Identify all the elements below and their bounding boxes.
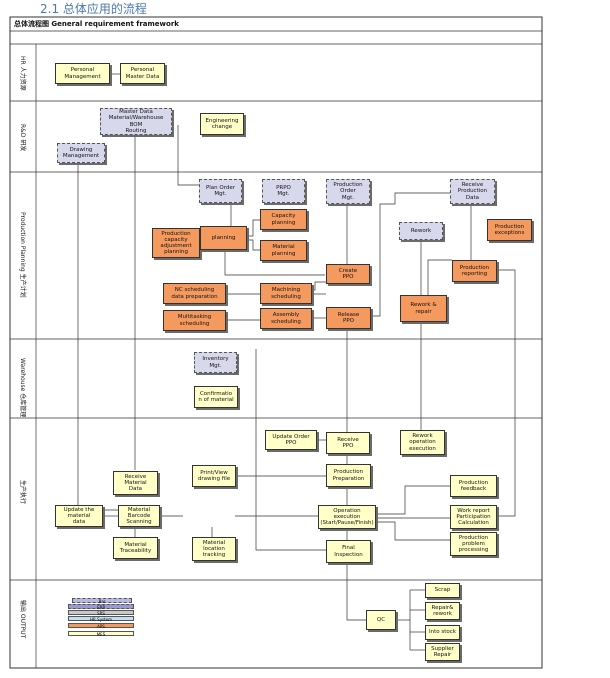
node-capacity-planning[interactable]: Capacity planning (260, 209, 307, 230)
node-update-material-data[interactable]: Update the material data (55, 505, 103, 527)
connector (312, 281, 326, 291)
connector (224, 250, 325, 276)
legend-item-aps: APS (68, 623, 134, 629)
connector (372, 485, 450, 515)
connector (427, 259, 452, 301)
frame-title: 总体流程图 General requirement framework (14, 20, 179, 28)
node-prpo-mgt[interactable]: PRPO Mgt. (262, 179, 305, 203)
node-planning[interactable]: planning (200, 226, 247, 250)
connector (372, 521, 450, 541)
connector (77, 160, 118, 511)
node-print-view-drawing[interactable]: Print/View drawing file (192, 465, 236, 487)
node-rework-execution[interactable]: Rework operation execution (400, 430, 445, 455)
node-confirmation-of-material[interactable]: Confirmatio n of material (194, 386, 238, 408)
connector (177, 125, 199, 186)
node-production-problem[interactable]: Production problem processing (450, 532, 497, 556)
legend-item-erp: ERP (68, 604, 134, 610)
node-production-exceptions[interactable]: Production exceptions (487, 219, 532, 241)
node-create-ppo[interactable]: Create PPO (326, 264, 370, 284)
lane-label-planning: Production Planning 生产计划 (19, 212, 26, 298)
node-production-preparation[interactable]: Production Preparation (326, 464, 371, 487)
node-operation-execution[interactable]: Operation execution (Start/Pause/Finish) (318, 505, 376, 529)
lane-label-rd: R&D 研发 (19, 124, 26, 152)
connector (346, 563, 366, 621)
node-receive-ppo[interactable]: Receive PPO (326, 432, 370, 454)
node-receive-material-data[interactable]: Receive Material Data (113, 471, 158, 495)
node-material-planning[interactable]: Material planning (260, 240, 307, 261)
node-scrap[interactable]: Scrap (425, 583, 460, 598)
connector (497, 269, 516, 517)
connector (247, 239, 260, 251)
node-assembly-scheduling[interactable]: Assembly scheduling (260, 308, 312, 329)
node-plan-order-mgt[interactable]: Plan Order Mgt. (199, 179, 242, 203)
node-into-stock[interactable]: Into stock (425, 625, 460, 640)
node-personal-master-data[interactable]: Personal Master Data (120, 63, 165, 84)
node-production-capacity[interactable]: Production capacity adjustment planning (152, 228, 200, 258)
node-qc[interactable]: QC (366, 610, 396, 630)
connector (371, 192, 450, 317)
legend-item-mes: MES (68, 631, 134, 637)
node-repair-rework[interactable]: Repair& rework (425, 602, 460, 620)
connectors (77, 73, 516, 651)
legend: Bar ERP SRS HR System APS MES (68, 598, 134, 640)
lane-label-warehouse: Warehouse 仓库管理 (19, 358, 26, 418)
node-inventory-mgt[interactable]: Inventory Mgt. (194, 352, 237, 373)
lane-label-hr: HR 人力资源 (19, 56, 26, 91)
section-heading: 2.1 总体应用的流程 (40, 2, 147, 16)
node-drawing-management[interactable]: Drawing Management (57, 143, 105, 163)
node-receive-production-data[interactable]: Receive Production Data (450, 179, 495, 204)
node-material-traceability[interactable]: Material Traceability (113, 537, 158, 559)
node-personal-management[interactable]: Personal Management (55, 63, 110, 84)
node-material-location-tracking[interactable]: Material location tracking (192, 537, 236, 561)
node-work-report[interactable]: Work report Participation Calculation (450, 505, 497, 529)
node-production-reporting[interactable]: Production reporting (452, 260, 497, 282)
legend-item-hr-system: HR System (68, 616, 134, 622)
node-release-ppo[interactable]: Release PPO (326, 307, 371, 329)
node-machining-scheduling[interactable]: Machining scheduling (260, 283, 312, 304)
node-nc-scheduling[interactable]: NC scheduling data preparation (163, 283, 226, 304)
node-supplier-repair[interactable]: Supplier Repair (425, 643, 460, 661)
node-material-barcode-scanning[interactable]: Material Barcode Scanning (118, 505, 160, 527)
node-production-feedback[interactable]: Production feedback (450, 475, 497, 497)
node-engineering-change[interactable]: Engineering change (200, 113, 244, 135)
legend-item-srs: SRS (68, 610, 134, 616)
node-multitasking-scheduling[interactable]: Multitasking scheduling (163, 310, 226, 331)
node-rework[interactable]: Rework (399, 222, 443, 240)
lane-label-execution: 生产执行 (19, 480, 26, 505)
node-update-order-ppo[interactable]: Update Order PPO (265, 430, 317, 450)
frame-border (9, 16, 543, 669)
node-master-data[interactable]: Master Data Material/Warehouse BOM Routi… (100, 108, 172, 135)
lane-label-output: 输出 OUTPUT (19, 600, 26, 639)
node-production-order-mgt[interactable]: Production Order Mgt. (326, 179, 370, 204)
connector (247, 219, 260, 237)
legend-item-bar: Bar (72, 598, 132, 604)
node-rework-repair[interactable]: Rework & repair (400, 295, 447, 322)
node-final-inspection[interactable]: Final Inspection (326, 540, 371, 563)
connector (255, 349, 326, 551)
